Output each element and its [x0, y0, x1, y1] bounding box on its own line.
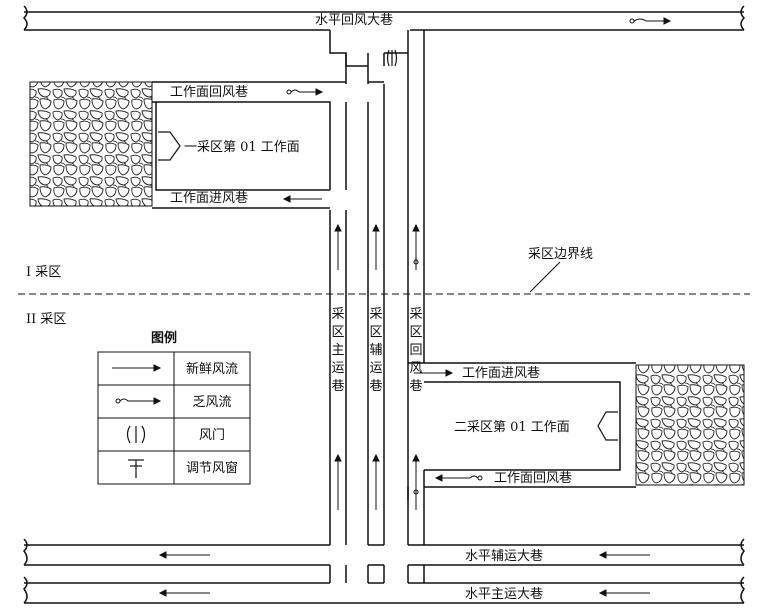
shaft-return-arrows	[412, 223, 420, 510]
top-return-roadway	[22, 5, 746, 31]
svg-text:采: 采	[331, 307, 344, 322]
svg-text:区: 区	[331, 325, 344, 340]
goaf-2	[635, 364, 745, 486]
face1-name: 一采区第 01 工作面	[184, 140, 300, 155]
regulator-icon	[128, 459, 144, 478]
svg-text:区: 区	[369, 325, 382, 340]
main-haul-shaft-label: 采 区 主 运 巷	[331, 307, 344, 394]
legend-label-door: 风门	[199, 428, 225, 443]
face1-opening-icon	[158, 131, 181, 161]
svg-text:运: 运	[331, 361, 344, 376]
main-haul-roadway	[23, 576, 745, 604]
air-door-legend-icon	[126, 425, 146, 444]
fresh-airflow-icon	[112, 364, 162, 372]
face1-return-label: 工作面回风巷	[170, 85, 248, 100]
legend-label-fresh: 新鲜风流	[186, 361, 238, 377]
legend-label-return: 乏风流	[192, 395, 231, 410]
face2-name: 二采区第 01 工作面	[454, 420, 570, 435]
shaft-fresh-arrows	[334, 223, 380, 510]
legend-title: 图例	[151, 330, 177, 346]
svg-text:运: 运	[369, 361, 382, 376]
svg-text:巷: 巷	[331, 379, 344, 394]
aux-haul-shaft-label: 采 区 辅 运 巷	[369, 307, 382, 394]
air-door-icon	[386, 49, 398, 67]
face2-intake-label: 工作面进风巷	[462, 366, 540, 381]
district-aux-haulage	[345, 53, 385, 583]
face1-intake-label: 工作面进风巷	[170, 191, 248, 206]
face2-opening-icon	[597, 411, 618, 441]
face1-roadways	[152, 81, 384, 209]
district-return-airway	[384, 30, 425, 583]
legend-label-regulator: 调节风窗	[186, 460, 238, 476]
legend-table	[97, 351, 251, 485]
aux-fresh-arrow-icon	[158, 551, 650, 559]
face1-intake-arrow-icon	[282, 195, 322, 203]
face2-return-label: 工作面回风巷	[494, 471, 572, 486]
goaf-1	[29, 81, 153, 207]
svg-text:风: 风	[409, 361, 422, 376]
zone-1-label: I 采区	[26, 265, 61, 280]
zone-2-label: II 采区	[26, 312, 66, 327]
district-main-haulage	[329, 30, 347, 583]
svg-text:巷: 巷	[409, 379, 422, 394]
svg-text:采: 采	[409, 307, 422, 322]
return-shaft-label: 采 区 回 风 巷	[409, 307, 422, 394]
face2-intake-arrow-icon	[414, 369, 454, 377]
face2-roadways	[407, 362, 636, 500]
svg-text:辅: 辅	[369, 343, 382, 358]
aux-haul-roadway	[23, 538, 745, 566]
boundary-label: 采区边界线	[528, 247, 593, 262]
svg-text:回: 回	[409, 343, 422, 358]
svg-text:主: 主	[331, 343, 344, 358]
svg-text:巷: 巷	[369, 379, 382, 394]
return-airflow-icon	[115, 397, 162, 405]
face1-return-arrow-icon	[286, 88, 324, 96]
main-fresh-arrow-icon	[158, 589, 650, 597]
boundary-leader-line	[529, 261, 561, 293]
top-return-arrow-icon	[629, 17, 672, 25]
svg-text:采: 采	[369, 307, 382, 322]
main-roadway-label: 水平主运大巷	[465, 587, 543, 602]
svg-text:区: 区	[409, 325, 422, 340]
aux-roadway-label: 水平辅运大巷	[465, 549, 543, 564]
face2-return-arrow-icon	[434, 474, 483, 482]
top-roadway-label: 水平回风大巷	[315, 13, 393, 28]
